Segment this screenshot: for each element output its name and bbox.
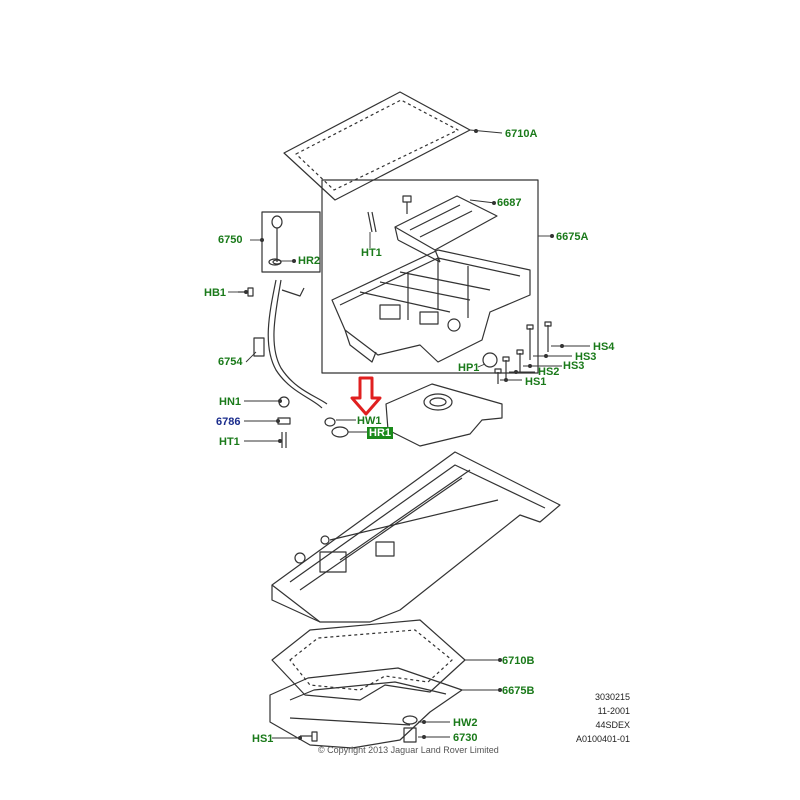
drain-plug-HP1 (482, 352, 498, 368)
callout-HP1: HP1 (458, 362, 480, 374)
highlight-arrow (350, 376, 382, 416)
callout-6730: 6730 (453, 732, 478, 744)
callout-6710A: 6710A (505, 128, 538, 140)
bolt-HS1-bottom (300, 731, 318, 742)
callout-6687: 6687 (497, 197, 522, 209)
upper-gasket-6710A (283, 91, 471, 201)
lower-pan-frame (271, 451, 561, 623)
callout-HT1-lower: HT1 (219, 436, 240, 448)
leader-dots (244, 129, 564, 740)
callout-HR1-highlighted: HR1 (367, 427, 394, 439)
callout-HN1: HN1 (219, 396, 242, 408)
reference-line: 44SDEX (595, 720, 630, 730)
callout-HW1: HW1 (357, 415, 382, 427)
callout-6675A: 6675A (556, 231, 589, 243)
callout-HS3-a: HS3 (575, 351, 597, 363)
callout-HS4: HS4 (593, 341, 615, 353)
bolt-top (402, 195, 412, 214)
callout-HB1: HB1 (204, 287, 227, 299)
drain-plug-6730 (403, 727, 417, 743)
reference-block: 3030215 11-2001 44SDEX A0100401-01 (570, 692, 630, 745)
washer-HW2 (402, 715, 418, 725)
callout-HW2: HW2 (453, 717, 478, 729)
oil-pan-box-6675A (321, 179, 539, 374)
oil-strainer (385, 383, 503, 447)
bolt-set-upper (494, 321, 552, 384)
callout-6675B: 6675B (502, 685, 535, 697)
stud-HT1-top (367, 211, 377, 233)
callout-HS1-mid: HS1 (525, 376, 547, 388)
reference-line: 11-2001 (597, 706, 630, 716)
upper-oil-pan-body (331, 249, 531, 363)
reference-line: A0100401-01 (575, 734, 630, 744)
lower-sump-6675B (269, 667, 463, 749)
callout-HT1-top: HT1 (361, 247, 382, 259)
callout-HR2: HR2 (298, 255, 321, 267)
callout-6754: 6754 (218, 356, 243, 368)
callout-HS3-b: HS3 (563, 360, 585, 372)
washer-HW1 (324, 417, 336, 427)
callout-6710B: 6710B (502, 655, 535, 667)
lower-gasket-6710B (271, 619, 466, 701)
callout-HS2: HS2 (538, 366, 560, 378)
callout-6750: 6750 (218, 234, 243, 246)
callout-6786: 6786 (216, 416, 241, 428)
callout-HS1-bottom: HS1 (252, 733, 274, 745)
o-ring-HR1 (331, 426, 349, 438)
reference-line: 3030215 (594, 692, 630, 702)
baffle-plate-6687 (394, 195, 498, 263)
dipstick-tube-6754 (253, 279, 328, 409)
copyright-notice: © Copyright 2013 Jaguar Land Rover Limit… (318, 745, 499, 755)
o-ring-HR2 (268, 258, 282, 266)
stud-HT1-lower (281, 432, 287, 448)
